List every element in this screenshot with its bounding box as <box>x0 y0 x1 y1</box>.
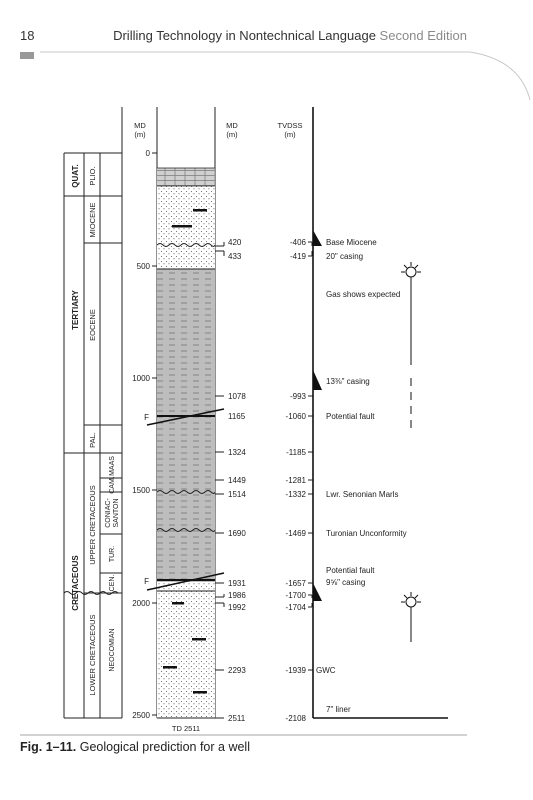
md-picks: 420 433 1078 1165 1324 1449 1514 1690 19… <box>215 238 246 723</box>
note-13-casing: 13⅜" casing <box>326 377 370 386</box>
tvdss-picks: -406 -419 -993 -1060 -1185 -1281 -1332 -… <box>286 238 313 723</box>
note-turonian: Turonian Unconformity <box>326 529 407 538</box>
era-quat: QUAT. <box>71 164 80 187</box>
md-1992: 1992 <box>228 603 246 612</box>
header-md-right-unit: (m) <box>226 130 238 139</box>
header-marker <box>20 52 34 59</box>
tvdss-406: -406 <box>290 238 307 247</box>
gas-show-icon <box>401 262 421 432</box>
depth-tick-2000: 2000 <box>132 599 150 608</box>
stage-tur: TUR. <box>109 546 116 562</box>
era-cretaceous: CRETACEOUS <box>71 555 80 611</box>
fault-label-2: F <box>144 577 149 586</box>
header-md-left-unit: (m) <box>134 130 146 139</box>
md-1324: 1324 <box>228 448 246 457</box>
period-pal: PAL. <box>88 432 97 448</box>
note-potential-fault-1: Potential fault <box>326 412 375 421</box>
header-md-right: MD <box>226 121 238 130</box>
depth-tick-500: 500 <box>137 262 151 271</box>
note-base-miocene: Base Miocene <box>326 238 377 247</box>
period-upper-cretaceous: UPPER CRETACEOUS <box>88 485 97 564</box>
note-gwc: GWC <box>316 666 336 675</box>
md-1165: 1165 <box>228 412 246 421</box>
stage-cam: CAM. <box>109 476 116 494</box>
tvdss-1700: -1700 <box>286 591 307 600</box>
md-1690: 1690 <box>228 529 246 538</box>
md-2293: 2293 <box>228 666 246 675</box>
header-rule <box>40 51 531 101</box>
md-2511: 2511 <box>228 714 246 723</box>
lithology-column: F F <box>144 107 225 718</box>
md-1449: 1449 <box>228 476 246 485</box>
tvdss-1281: -1281 <box>286 476 307 485</box>
md-420: 420 <box>228 238 242 247</box>
caption-label: Fig. 1–11. <box>20 740 77 754</box>
stage-maas: MAAS <box>109 456 116 476</box>
tvdss-993: -993 <box>290 392 307 401</box>
period-miocene: MIOCENE <box>88 202 97 237</box>
tvdss-1657: -1657 <box>286 579 307 588</box>
stage-cen: CEN. <box>109 575 116 592</box>
td-label: TD 2511 <box>172 724 200 733</box>
geological-figure: QUAT. TERTIARY CRETACEOUS PLIO. MIOCENE … <box>20 107 467 736</box>
note-lwr-senonian: Lwr. Senonian Marls <box>326 490 398 499</box>
stage-coniac: CONIAC- <box>105 498 112 528</box>
casing-scheme <box>312 107 448 719</box>
md-433: 433 <box>228 252 242 261</box>
depth-scale: 0 500 1000 1500 2000 2500 TD 2511 <box>132 149 215 733</box>
md-1078: 1078 <box>228 392 246 401</box>
header-tvdss: TVDSS <box>277 121 302 130</box>
fault-label-1: F <box>144 413 149 422</box>
stage-santon: SANTON <box>113 498 120 527</box>
depth-tick-2500: 2500 <box>132 711 150 720</box>
period-plio: PLIO. <box>88 166 97 185</box>
depth-tick-1000: 1000 <box>132 374 150 383</box>
tvdss-1185: -1185 <box>286 448 306 457</box>
tvdss-419: -419 <box>290 252 307 261</box>
edition-label: Second Edition <box>379 28 467 43</box>
running-head: Drilling Technology in Nontechnical Lang… <box>113 28 467 43</box>
md-1986: 1986 <box>228 591 246 600</box>
note-9-casing: 9⅝" casing <box>326 578 365 587</box>
header-md-left: MD <box>134 121 146 130</box>
depth-tick-1500: 1500 <box>132 486 150 495</box>
md-1931: 1931 <box>228 579 246 588</box>
era-tertiary: TERTIARY <box>71 289 80 329</box>
tvdss-1469: -1469 <box>286 529 307 538</box>
note-7-liner: 7" liner <box>326 705 351 714</box>
tvdss-1939: -1939 <box>286 666 307 675</box>
stratigraphy-table: QUAT. TERTIARY CRETACEOUS PLIO. MIOCENE … <box>63 107 123 719</box>
book-title: Drilling Technology in Nontechnical Lang… <box>113 28 376 43</box>
figure-caption: Fig. 1–11. Geological prediction for a w… <box>20 740 250 754</box>
period-lower-cretaceous: LOWER CRETACEOUS <box>88 614 97 695</box>
annotations: Base Miocene 20" casing Gas shows expect… <box>316 238 407 714</box>
caption-text: Geological prediction for a well <box>76 740 250 754</box>
tvdss-2108: -2108 <box>286 714 307 723</box>
header-tvdss-unit: (m) <box>284 130 296 139</box>
gas-show-icon <box>401 592 421 642</box>
tvdss-1332: -1332 <box>286 490 307 499</box>
period-eocene: EOCENE <box>88 309 97 341</box>
column-headers: MD (m) MD (m) TVDSS (m) <box>134 121 302 139</box>
depth-tick-0: 0 <box>146 149 151 158</box>
note-gas-shows: Gas shows expected <box>326 290 400 299</box>
stage-neocomian: NEOCOMIAN <box>109 628 116 671</box>
tvdss-1704: -1704 <box>286 603 307 612</box>
page-number: 18 <box>20 28 35 43</box>
note-20-casing: 20" casing <box>326 252 363 261</box>
tvdss-1060: -1060 <box>286 412 307 421</box>
md-1514: 1514 <box>228 490 246 499</box>
note-potential-fault-2: Potential fault <box>326 566 375 575</box>
